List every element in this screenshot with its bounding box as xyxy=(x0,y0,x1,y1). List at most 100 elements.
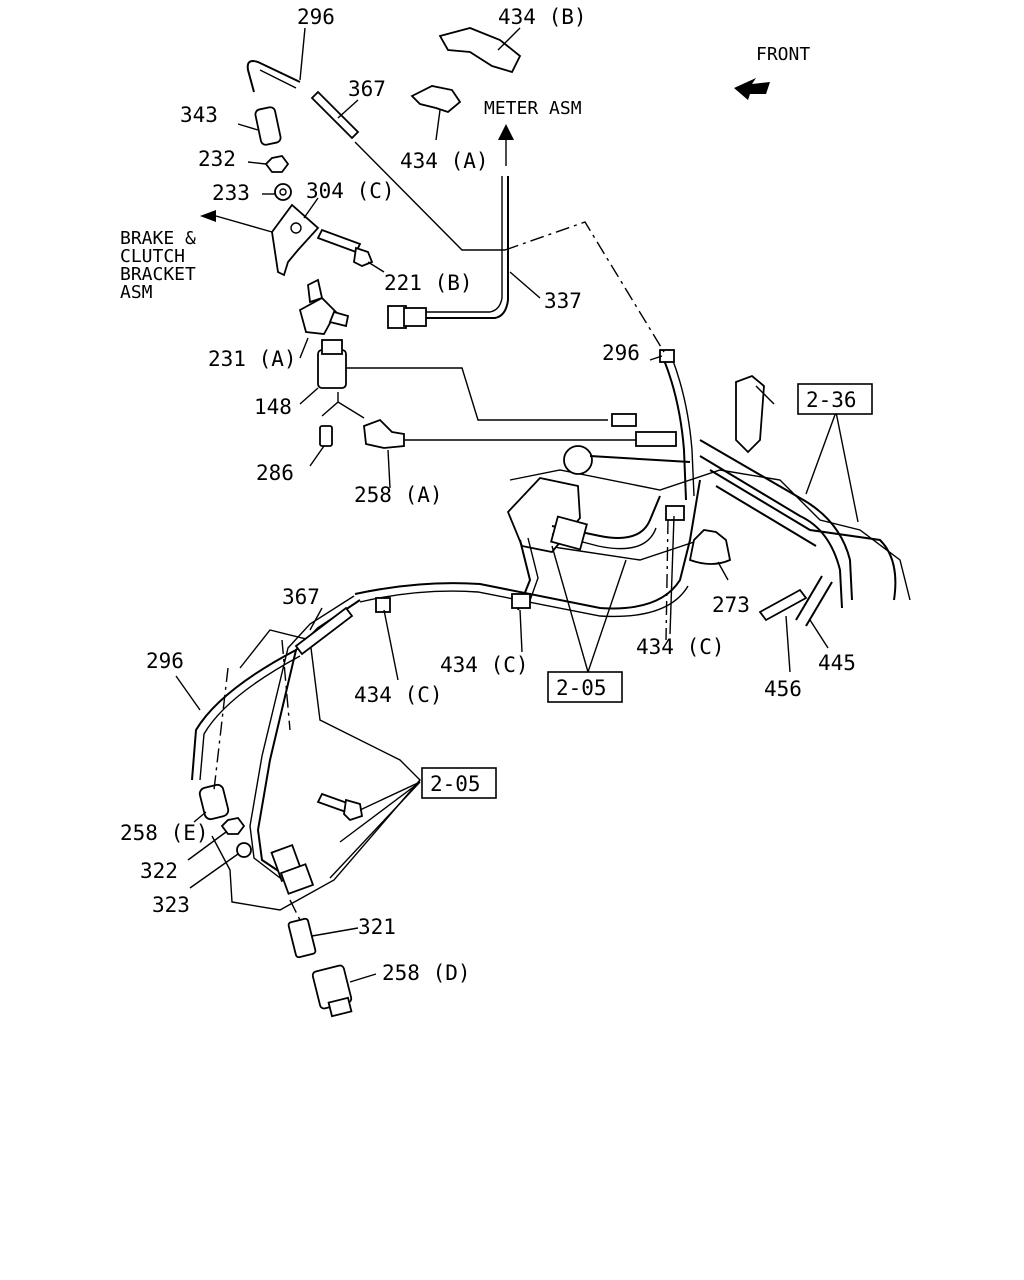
arrow-brake-shaft xyxy=(215,215,273,233)
hose-296-low-inner xyxy=(199,655,301,781)
harness-3 xyxy=(709,469,897,601)
note-brake-4: ASM xyxy=(120,282,153,303)
label-258d: 258 (D) xyxy=(382,961,471,985)
hose-296-mid xyxy=(663,359,687,501)
label-296-mid: 296 xyxy=(602,341,640,365)
hose-assembly xyxy=(551,495,661,539)
label-434b: 434 (B) xyxy=(498,5,587,29)
hose-296-top xyxy=(246,60,301,93)
bracket-304c xyxy=(271,203,320,277)
label-323: 323 xyxy=(152,893,190,917)
label-296-low: 296 xyxy=(146,649,184,673)
label-434a: 434 (A) xyxy=(400,149,489,173)
harness-1 xyxy=(699,439,853,601)
label-304c: 304 (C) xyxy=(306,179,395,203)
label-233: 233 xyxy=(212,181,250,205)
hose-296-mid-inner xyxy=(671,357,695,497)
adapter-148 xyxy=(317,349,347,389)
label-434c-mid: 434 (C) xyxy=(440,653,529,677)
elbow-258a xyxy=(363,418,405,449)
note-brake-2: CLUTCH xyxy=(120,246,185,267)
arrow-meter xyxy=(498,124,514,140)
washer-233-hole xyxy=(279,188,287,196)
washer-233 xyxy=(274,183,292,201)
bracket-right xyxy=(735,374,765,454)
hose-445 xyxy=(805,581,833,627)
arrow-brake xyxy=(200,210,216,222)
label-434c-low: 434 (C) xyxy=(354,683,443,707)
bracket-304c-hole xyxy=(290,222,302,234)
label-456: 456 xyxy=(764,677,802,701)
label-434c-right: 434 (C) xyxy=(636,635,725,659)
sleeve-367-low xyxy=(294,606,354,656)
clip-434c-b xyxy=(375,597,391,613)
label-231a: 231 (A) xyxy=(208,347,297,371)
plug-286 xyxy=(319,425,333,447)
label-273: 273 xyxy=(712,593,750,617)
ring-terminal-lead xyxy=(589,455,691,463)
ref-2-05-mid-text: 2-05 xyxy=(556,676,607,700)
sleeve-367-top xyxy=(310,90,360,140)
pipe-lower-inner xyxy=(249,595,355,885)
label-232: 232 xyxy=(198,147,236,171)
label-322: 322 xyxy=(140,859,178,883)
nut-232 xyxy=(264,155,290,173)
label-148: 148 xyxy=(254,395,292,419)
nut-322 xyxy=(220,817,246,835)
ref-2-36-text: 2-36 xyxy=(806,388,857,412)
label-258a: 258 (A) xyxy=(354,483,443,507)
ref-box-2-05-low: 2-05 xyxy=(421,767,497,799)
sleeve-456 xyxy=(758,588,808,622)
fitting-258e xyxy=(198,783,230,821)
dash-lower xyxy=(213,667,229,791)
ref-box-2-05-mid: 2-05 xyxy=(547,671,623,703)
bracket-lower xyxy=(211,629,421,911)
adapter-148-top xyxy=(321,339,343,355)
pipe-long-inner xyxy=(359,585,689,618)
clip-434c-c xyxy=(665,505,685,521)
clip-434b xyxy=(438,27,522,74)
stud xyxy=(611,413,637,427)
label-337: 337 xyxy=(544,289,582,313)
bolt-lower-head xyxy=(343,798,364,822)
hose-445-2 xyxy=(795,575,823,621)
hose-vertical-2 xyxy=(527,537,539,607)
label-367-low: 367 xyxy=(282,585,320,609)
hose-296-low xyxy=(191,649,297,781)
note-front: FRONT xyxy=(756,44,810,65)
clip-434c-a xyxy=(511,593,531,609)
hose-fitting xyxy=(550,515,588,551)
clip-434a xyxy=(410,85,462,114)
bolt-221b xyxy=(316,228,362,254)
note-brake-3: BRACKET xyxy=(120,264,196,285)
bracket-right-bolt xyxy=(755,385,775,405)
label-296-top: 296 xyxy=(297,5,335,29)
hose-296-mid-cap xyxy=(659,349,675,363)
note-brake-1: BRAKE & xyxy=(120,228,196,249)
dash-296 xyxy=(504,221,665,353)
harness-2 xyxy=(699,455,843,609)
line-148 xyxy=(346,367,608,421)
fitting-231a-outlet xyxy=(328,310,350,328)
fitting-231a-stem xyxy=(307,278,324,304)
note-meter-asm: METER ASM xyxy=(484,98,582,119)
leader-lines xyxy=(175,27,859,983)
line-148-right xyxy=(337,401,365,419)
harness-4 xyxy=(715,485,817,547)
front-arrow xyxy=(734,78,770,100)
line-367-to-337 xyxy=(354,141,505,251)
washer-323 xyxy=(236,842,252,858)
dash-lower-3 xyxy=(289,899,301,921)
stud2 xyxy=(635,431,677,447)
boot-273 xyxy=(688,529,732,565)
ref-2-05-low-text: 2-05 xyxy=(430,772,481,796)
label-258e: 258 (E) xyxy=(120,821,209,845)
pipe-337-nut2 xyxy=(403,307,427,327)
connector-lower-2 xyxy=(279,863,315,895)
ring-terminal xyxy=(563,445,593,475)
ref-box-2-36: 2-36 xyxy=(797,383,873,415)
label-221b: 221 (B) xyxy=(384,271,473,295)
fitting-231a xyxy=(298,296,338,335)
connector-343 xyxy=(254,106,282,146)
